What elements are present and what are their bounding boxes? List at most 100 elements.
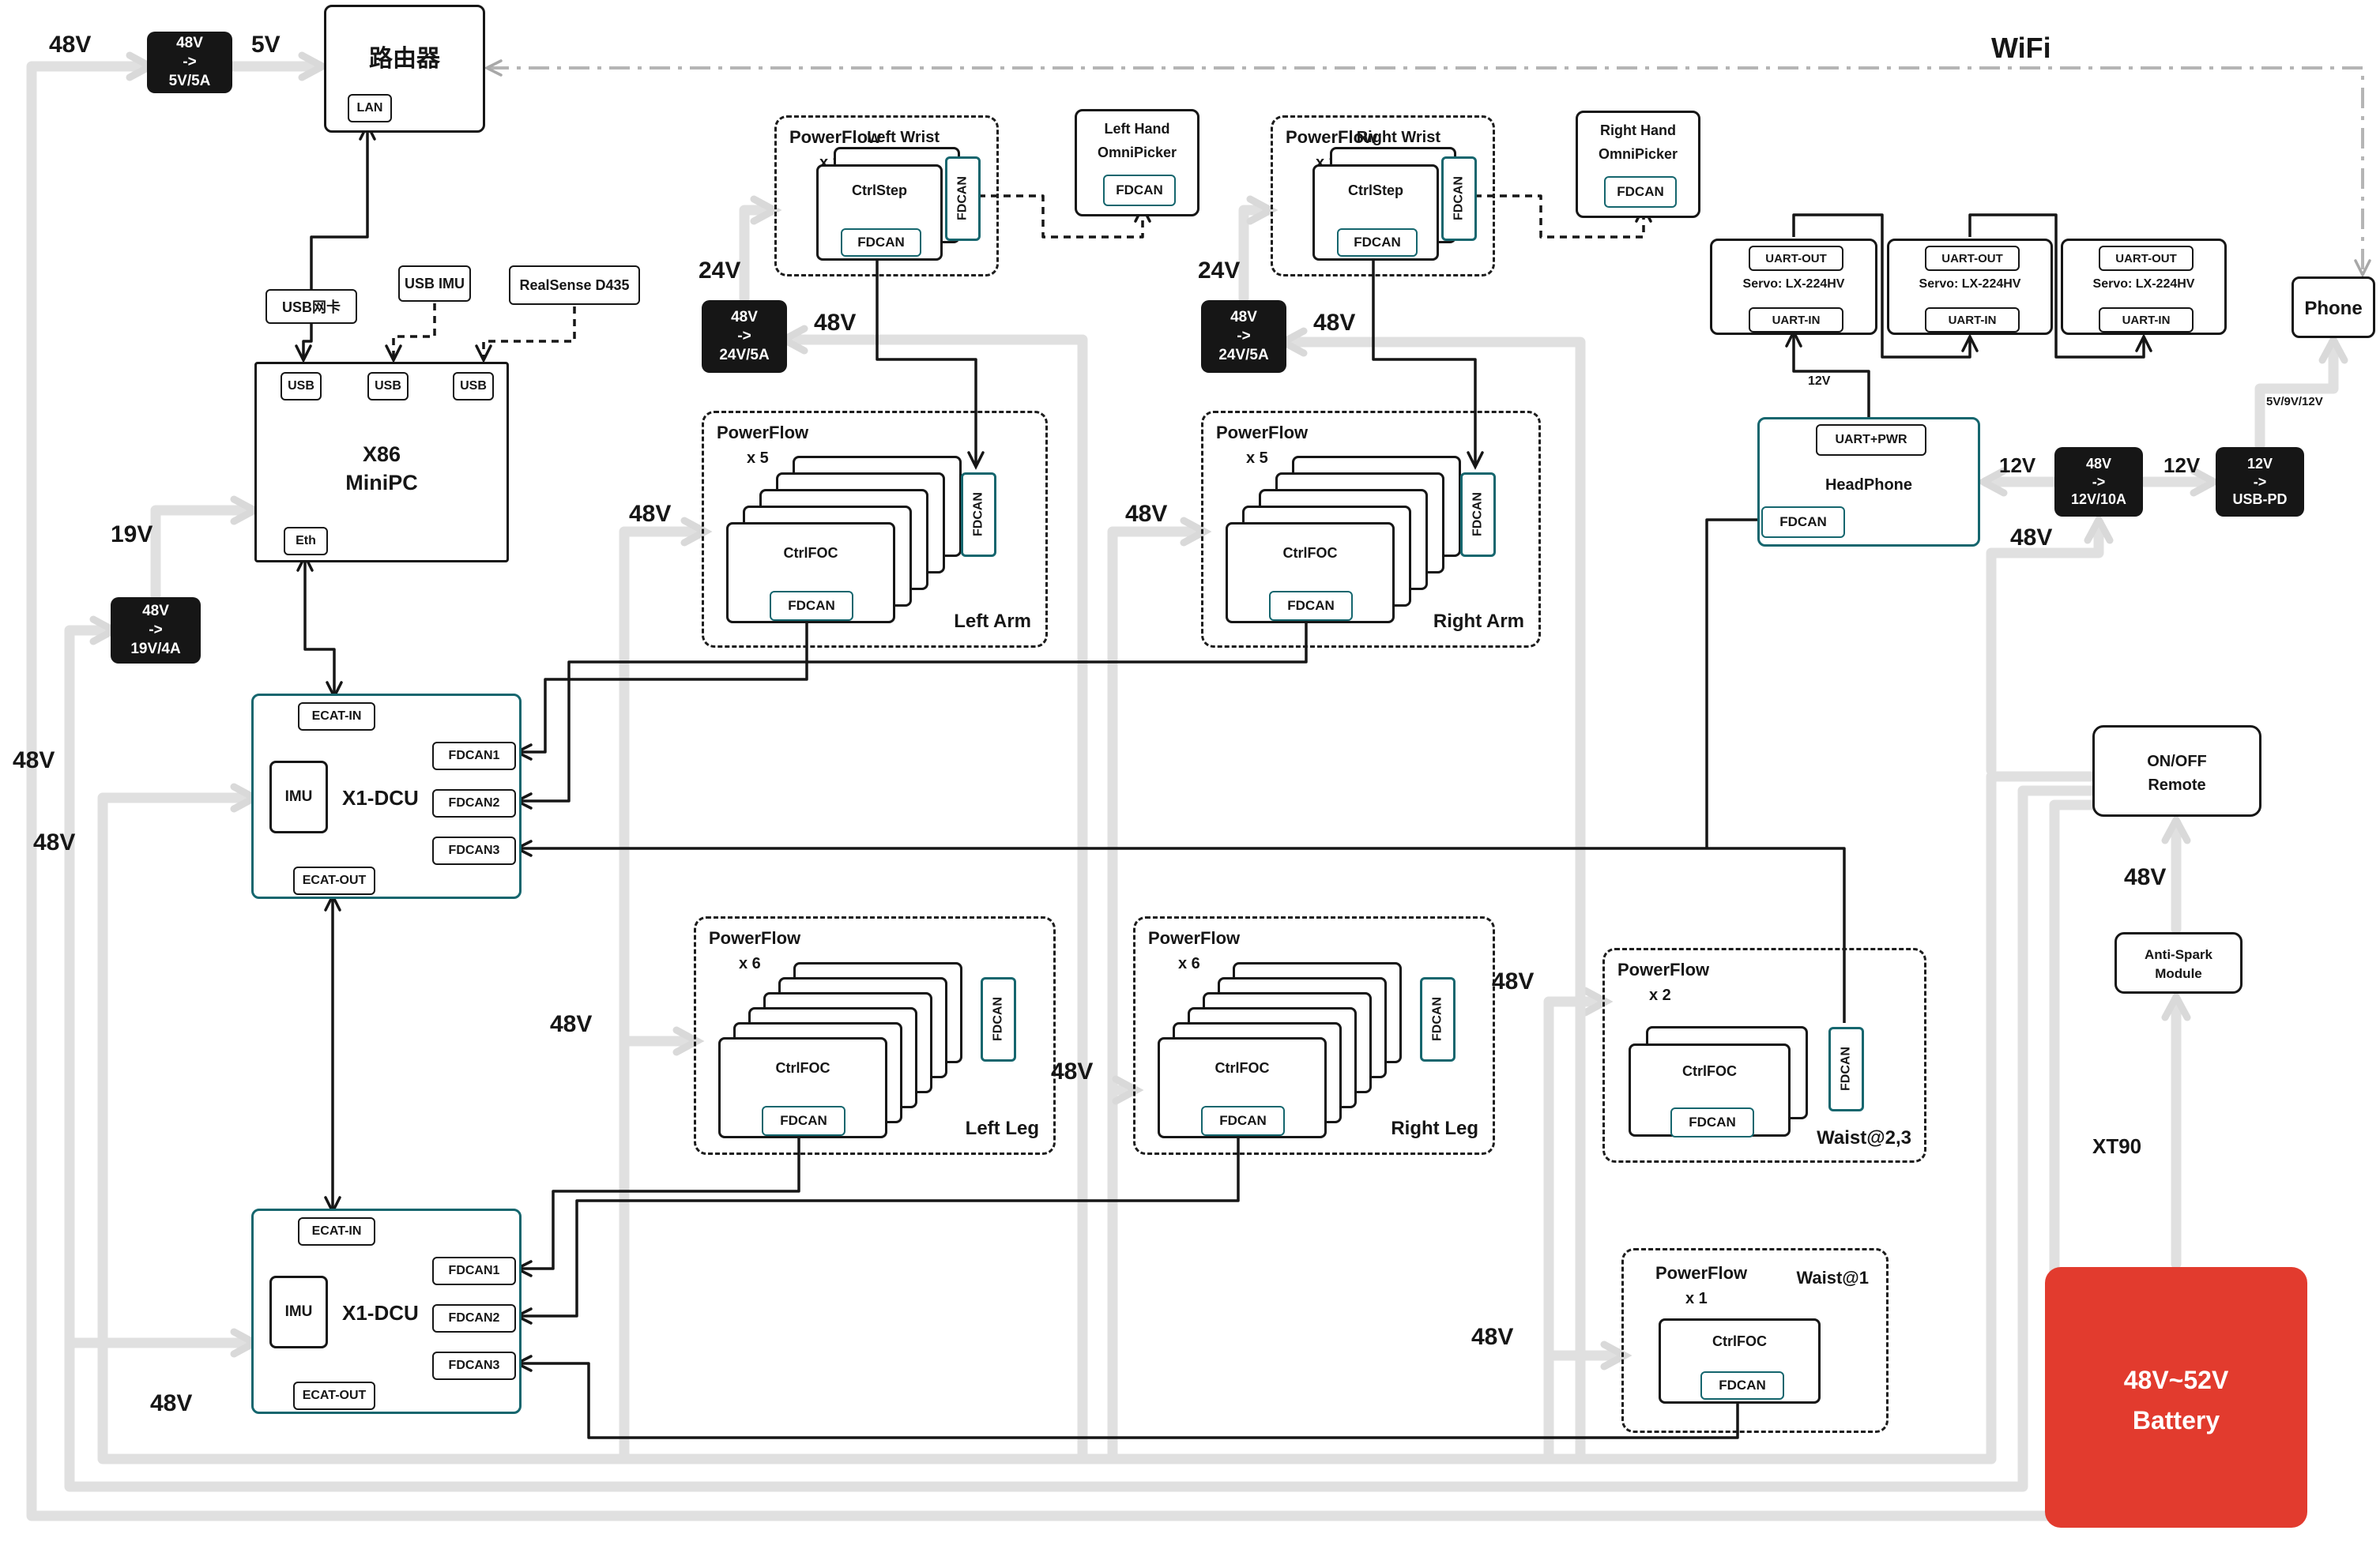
label-48v-remote: 48V: [2124, 864, 2167, 890]
headphone-title: HeadPhone: [1825, 476, 1913, 494]
power-usbpd-to-phone: [2254, 332, 2348, 451]
servo-box-3: UART-OUT Servo: LX-224HV UART-IN: [2061, 239, 2227, 335]
ecat-in-port: ECAT-IN: [298, 702, 375, 731]
converter-line: ->: [737, 328, 751, 345]
antispark-line1: Anti-Spark: [2145, 947, 2212, 962]
ctrlstep-label: CtrlStep: [1347, 182, 1403, 198]
headphone-box: UART+PWR HeadPhone FDCAN: [1757, 417, 1980, 547]
group-title: PowerFlow: [1617, 960, 1710, 980]
usb-port-3: USB: [453, 372, 494, 400]
converter-line: USB-PD: [2232, 491, 2288, 508]
group-count: x 5: [747, 449, 769, 467]
imu-module: IMU: [269, 761, 328, 833]
servo-box-1: UART-OUT Servo: LX-224HV UART-IN: [1710, 239, 1877, 335]
power-loop-to-19v-converter: [64, 615, 2098, 1492]
label-48v-conv24-left: 48V: [814, 310, 857, 336]
label-12v-servo: 12V: [1808, 374, 1831, 388]
hand-line2: OmniPicker: [1097, 145, 1177, 160]
group-title: PowerFlow: [1655, 1263, 1748, 1283]
powerflow-left-wrist-group: PowerFlow x 2 Left Wrist CtrlStep FDCAN …: [774, 115, 999, 276]
x1-dcu-lower: ECAT-IN IMU X1-DCU FDCAN1 FDCAN2 FDCAN3 …: [251, 1209, 522, 1414]
label-12v-left: 12V: [1999, 453, 2036, 477]
battery-line1: 48V~52V: [2123, 1366, 2229, 1394]
fdcan-box: FDCAN: [1269, 591, 1353, 621]
fdcan1-port: FDCAN1: [432, 1257, 516, 1285]
fdcan-box: FDCAN: [1103, 175, 1176, 206]
group-title: PowerFlow: [709, 928, 801, 948]
label-48v-right-arm: 48V: [1125, 501, 1168, 527]
remote-line2: Remote: [2148, 776, 2206, 794]
group-title: PowerFlow: [717, 423, 809, 442]
label-12v-right: 12V: [2163, 453, 2201, 477]
group-count: x 6: [1178, 955, 1200, 972]
converter-line: ->: [2253, 473, 2267, 490]
router-title: 路由器: [369, 46, 440, 72]
fdcan-box: FDCAN: [1761, 506, 1845, 538]
minipc-title-line1: X86: [362, 442, 401, 466]
ecat-out-port: ECAT-OUT: [293, 1382, 375, 1410]
powerflow-waist23-group: PowerFlow x 2 CtrlFOC FDCAN FDCAN Waist@…: [1602, 948, 1926, 1163]
fdcan2-port: FDCAN2: [432, 789, 516, 818]
ecat-in-port: ECAT-IN: [298, 1217, 375, 1246]
fdcan-vertical-box: FDCAN: [1441, 156, 1477, 241]
converter-line: ->: [149, 622, 163, 639]
ctrlfoc-label: CtrlFOC: [1282, 545, 1338, 561]
servo-name: Servo: LX-224HV: [2092, 277, 2195, 291]
label-48v-conv24-right: 48V: [1313, 310, 1356, 336]
converter-48v-5v: 48V -> 5V/5A: [147, 32, 232, 93]
router-box: 路由器 LAN: [324, 5, 485, 133]
power-24v-to-right-wrist: [1238, 195, 1278, 304]
minipc-title-line2: MiniPC: [345, 471, 418, 495]
fdcan-vertical-box: FDCAN: [1420, 977, 1455, 1062]
usb-port-1: USB: [281, 372, 322, 400]
converter-48v-12v: 48V -> 12V/10A: [2054, 447, 2143, 517]
fdcan-vertical-box: FDCAN: [981, 977, 1016, 1062]
data-leftarm-to-fdcan1: [514, 619, 808, 761]
dcu-title: X1-DCU: [342, 1301, 419, 1325]
fdcan-box: FDCAN: [1670, 1107, 1754, 1137]
minipc-title: X86 MiniPC: [257, 440, 507, 498]
usb-netcard-box: USB网卡: [265, 289, 357, 324]
stack-card-front: CtrlFOC FDCAN: [726, 522, 895, 623]
converter-line: 5V/5A: [168, 72, 211, 89]
power-outer-loop-to-5v-converter: [26, 51, 2098, 1521]
hand-line2: OmniPicker: [1598, 146, 1678, 162]
servo-box-2: UART-OUT Servo: LX-224HV UART-IN: [1887, 239, 2053, 335]
group-count: x 6: [739, 955, 761, 972]
stack-card-front: CtrlFOC FDCAN: [1629, 1043, 1791, 1137]
servo-name: Servo: LX-224HV: [1742, 277, 1845, 291]
battery-box: 48V~52V Battery: [2045, 1267, 2307, 1528]
fdcan-box: FDCAN: [770, 591, 853, 621]
group-count: x 1: [1685, 1290, 1708, 1307]
remote-line1: ON/OFF: [2147, 753, 2207, 770]
fdcan-vertical-box: FDCAN: [945, 156, 981, 241]
uart-in-port: UART-IN: [1749, 307, 1843, 333]
antispark-line2: Module: [2155, 965, 2202, 981]
converter-48v-19v: 48V -> 19V/4A: [111, 597, 201, 664]
group-name: Right Wrist: [1356, 129, 1440, 146]
data-rightarm-to-fdcan2: [514, 619, 1308, 810]
hand-line1: Left Hand: [1104, 121, 1170, 137]
imu-module: IMU: [269, 1276, 328, 1348]
converter-line: 48V: [176, 35, 203, 52]
remote-label: ON/OFF Remote: [2095, 750, 2259, 797]
data-leftwrist-to-lefthand: [978, 194, 1151, 239]
label-5v: 5V: [251, 32, 281, 58]
label-xt90: XT90: [2092, 1134, 2142, 1158]
power-riser-24v-right-converter: [1275, 327, 1586, 1465]
fdcan-box: FDCAN: [841, 228, 921, 257]
left-hand-omnipicker-box: Left Hand OmniPicker FDCAN: [1075, 109, 1199, 216]
fdcan-box: FDCAN: [762, 1106, 845, 1136]
power-loop-to-upper-dcu: [97, 771, 2098, 1465]
uart-pwr-port: UART+PWR: [1816, 424, 1926, 456]
group-title: PowerFlow: [1216, 423, 1309, 442]
group-count: x 5: [1246, 449, 1268, 467]
fdcan-box: FDCAN: [1201, 1106, 1285, 1136]
stack-card-front: CtrlFOC FDCAN: [718, 1037, 887, 1138]
label-wifi: WiFi: [1991, 32, 2051, 64]
fdcan1-port: FDCAN1: [432, 742, 516, 770]
data-netcard-to-lan: [310, 122, 376, 289]
converter-48v-24v-left: 48V -> 24V/5A: [702, 300, 787, 373]
converter-line: 24V/5A: [719, 346, 770, 363]
